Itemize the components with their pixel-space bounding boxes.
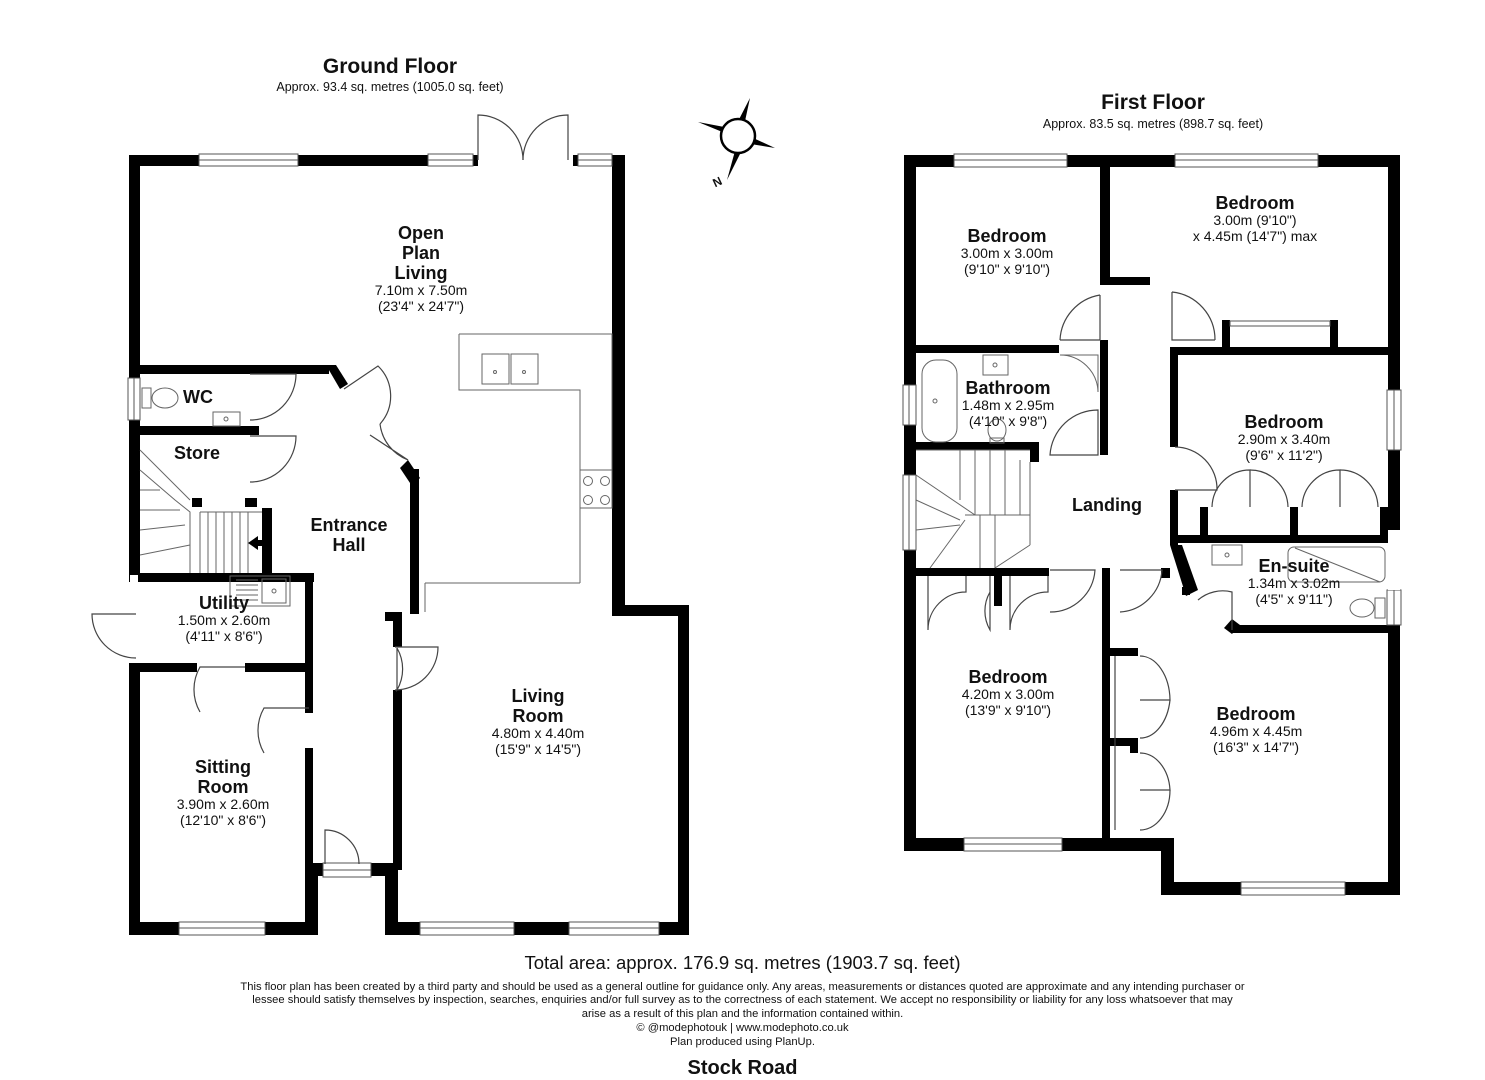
room-name: Room bbox=[197, 777, 249, 798]
first-floor-title: First Floor bbox=[1101, 91, 1205, 114]
room-dimension-metric: 4.20m x 3.00m bbox=[961, 686, 1055, 703]
ground-floor-windows bbox=[127, 153, 660, 936]
first-floor-plan bbox=[904, 155, 1400, 895]
room-dimension-imperial: (15'9" x 14'5") bbox=[494, 740, 582, 757]
room-dimension-imperial: (23'4" x 24'7") bbox=[377, 298, 465, 315]
room-open-plan-living: Open Plan Living 7.10m x 7.50m (23'4" x … bbox=[375, 223, 468, 315]
room-name: Bedroom bbox=[968, 667, 1048, 687]
room-entrance-hall: Entrance Hall bbox=[310, 515, 387, 555]
room-bedroom-3: Bedroom 2.90m x 3.40m (9'6" x 11'2") bbox=[1238, 412, 1331, 464]
room-dimension-metric: 1.50m x 2.60m bbox=[177, 612, 271, 629]
room-name: Room bbox=[512, 706, 564, 727]
room-dimension-metric: 4.80m x 4.40m bbox=[491, 725, 585, 742]
room-name: Sitting bbox=[194, 757, 251, 777]
room-dimension-metric: 3.90m x 2.60m bbox=[176, 796, 270, 813]
room-bedroom-2: Bedroom 3.00m (9'10") x 4.45m (14'7") ma… bbox=[1193, 193, 1317, 245]
room-dimension-imperial: (13'9" x 9'10") bbox=[964, 701, 1052, 718]
first-floor-doors bbox=[927, 291, 1379, 831]
room-dimension-metric: 4.96m x 4.45m bbox=[1209, 723, 1303, 740]
north-compass-icon bbox=[698, 98, 775, 180]
stairs-direction-arrow-icon bbox=[248, 536, 270, 550]
room-name: Bedroom bbox=[1215, 193, 1295, 213]
room-en-suite: En-suite 1.34m x 3.02m (4'5" x 9'11") bbox=[1248, 556, 1341, 608]
room-dimension-metric: 1.34m x 3.02m bbox=[1247, 575, 1341, 592]
room-dimension-imperial: (16'3" x 14'7") bbox=[1212, 738, 1300, 755]
room-name: Plan bbox=[401, 243, 441, 264]
credit-line-website: © @modephotouk | www.modephoto.co.uk bbox=[636, 1022, 849, 1034]
ground-floor-doors bbox=[91, 114, 569, 865]
room-name: Entrance bbox=[310, 515, 388, 535]
room-name: Store bbox=[173, 443, 221, 463]
room-dimension-metric: 3.00m (9'10") bbox=[1213, 212, 1297, 229]
room-dimension-imperial: (4'5" x 9'11") bbox=[1255, 590, 1333, 607]
room-dimension-imperial: (4'11" x 8'6") bbox=[185, 627, 263, 644]
disclaimer: This floor plan has been created by a th… bbox=[240, 981, 1245, 1020]
room-dimension-imperial: (12'10" x 8'6") bbox=[179, 811, 267, 828]
first-floor-windows bbox=[902, 153, 1402, 896]
room-name: Bathroom bbox=[965, 378, 1051, 398]
room-name: Hall bbox=[332, 535, 366, 556]
room-dimension-metric: 3.00m x 3.00m bbox=[960, 245, 1054, 262]
first-floor-area: Approx. 83.5 sq. metres (898.7 sq. feet) bbox=[1042, 117, 1264, 131]
room-name: Bedroom bbox=[1244, 412, 1324, 432]
room-name: Bedroom bbox=[967, 226, 1047, 246]
property-address: Stock Road bbox=[687, 1057, 798, 1079]
room-dimension-metric: 7.10m x 7.50m bbox=[374, 282, 468, 299]
room-name: Living bbox=[511, 686, 565, 706]
room-dimension-imperial: x 4.45m (14'7") max bbox=[1192, 227, 1318, 244]
room-name: En-suite bbox=[1258, 556, 1330, 576]
room-name: Utility bbox=[198, 593, 250, 613]
room-bathroom: Bathroom 1.48m x 2.95m (4'10" x 9'8") bbox=[962, 378, 1055, 430]
room-bedroom-5: Bedroom 4.96m x 4.45m (16'3" x 14'7") bbox=[1210, 704, 1303, 756]
room-landing: Landing bbox=[1072, 495, 1142, 515]
room-wc: WC bbox=[183, 387, 213, 407]
ground-floor-area: Approx. 93.4 sq. metres (1005.0 sq. feet… bbox=[276, 80, 504, 94]
room-name: Landing bbox=[1072, 495, 1142, 515]
room-dimension-metric: 1.48m x 2.95m bbox=[961, 397, 1055, 414]
room-name: Open bbox=[397, 223, 445, 243]
room-dimension-imperial: (4'10" x 9'8") bbox=[968, 412, 1048, 429]
total-area: Total area: approx. 176.9 sq. metres (19… bbox=[524, 952, 961, 973]
room-dimension-imperial: (9'10" x 9'10") bbox=[963, 260, 1051, 277]
room-dimension-imperial: (9'6" x 11'2") bbox=[1245, 446, 1323, 463]
room-dimension-metric: 2.90m x 3.40m bbox=[1237, 431, 1331, 448]
room-name: Bedroom bbox=[1216, 704, 1296, 724]
room-bedroom-1: Bedroom 3.00m x 3.00m (9'10" x 9'10") bbox=[961, 226, 1054, 278]
room-name: Living bbox=[394, 263, 448, 284]
room-sitting-room: Sitting Room 3.90m x 2.60m (12'10" x 8'6… bbox=[177, 757, 270, 829]
room-name: WC bbox=[183, 387, 213, 407]
room-bedroom-4: Bedroom 4.20m x 3.00m (13'9" x 9'10") bbox=[962, 667, 1055, 719]
room-utility: Utility 1.50m x 2.60m (4'11" x 8'6") bbox=[178, 593, 271, 645]
first-floor-fixtures bbox=[915, 354, 1386, 619]
room-living-room: Living Room 4.80m x 4.40m (15'9" x 14'5"… bbox=[492, 686, 585, 758]
ground-floor-fixtures bbox=[139, 333, 613, 612]
ground-floor-title: Ground Floor bbox=[322, 55, 458, 78]
credit-line-software: Plan produced using PlanUp. bbox=[670, 1036, 815, 1048]
room-store: Store bbox=[174, 443, 220, 463]
